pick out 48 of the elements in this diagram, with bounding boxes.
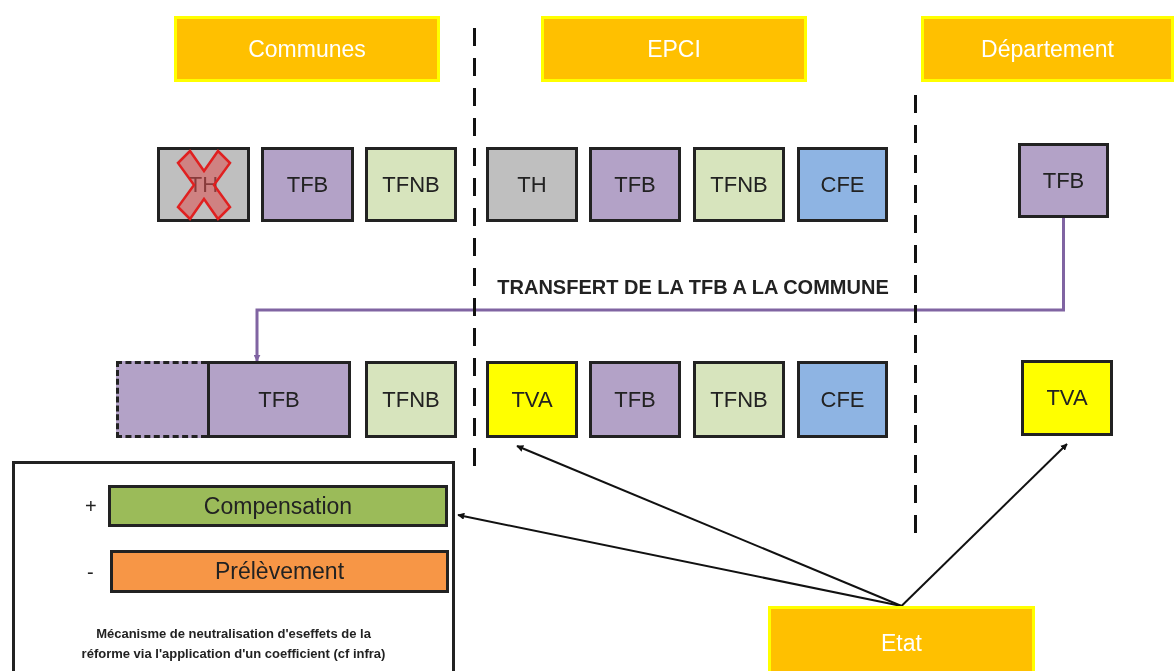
box-label: TFB	[258, 386, 300, 413]
box-label: TFNB	[382, 171, 440, 198]
box-label: TFNB	[710, 171, 768, 198]
tax-box	[589, 147, 681, 222]
legend-frame	[12, 461, 455, 671]
tax-box	[589, 361, 681, 438]
box-label: TVA	[1046, 385, 1088, 411]
box-label: Prélèvement	[214, 558, 345, 585]
header-box	[541, 16, 807, 82]
tax-box	[365, 361, 457, 438]
header-box	[174, 16, 440, 82]
box-label: Communes	[248, 35, 366, 63]
box-label: CFE	[820, 386, 865, 413]
tax-box	[157, 147, 250, 222]
box-label: Etat	[881, 630, 922, 657]
box-label: TH	[517, 171, 547, 198]
box-label: TFNB	[382, 386, 440, 413]
caption-text: Mécanisme de neutralisation d'eseffets de la réforme via l'application d'un coefficient (cf infra)	[80, 625, 387, 663]
sign-label: -	[87, 560, 94, 583]
arrow	[253, 218, 1065, 362]
box-label: TFB	[614, 171, 656, 198]
tax-box	[486, 147, 578, 222]
tax-box	[365, 147, 457, 222]
box-label: TFB	[614, 386, 656, 413]
arrow	[900, 443, 1068, 607]
tax-box	[486, 361, 578, 438]
header-box	[768, 606, 1035, 671]
tax-box	[1021, 360, 1113, 436]
box-label: EPCI	[647, 35, 701, 63]
box-label: Département	[981, 35, 1114, 63]
box-label: TFB	[286, 171, 329, 198]
tax-box	[1018, 143, 1109, 218]
arrow	[516, 445, 903, 607]
box-label: CFE	[820, 171, 865, 198]
header-box	[921, 16, 1174, 82]
tax-box	[797, 361, 888, 438]
dashed-box	[116, 361, 207, 438]
tax-box	[207, 361, 351, 438]
box-label: TVA	[511, 386, 553, 413]
tax-box	[693, 147, 785, 222]
tax-box	[797, 147, 888, 222]
arrow	[457, 512, 903, 607]
box-label: TFNB	[710, 386, 768, 413]
sign-label: +	[85, 494, 97, 518]
box-label: TFB	[1042, 167, 1085, 194]
box-label: Compensation	[203, 492, 353, 520]
tax-box	[261, 147, 354, 222]
tax-box	[693, 361, 785, 438]
